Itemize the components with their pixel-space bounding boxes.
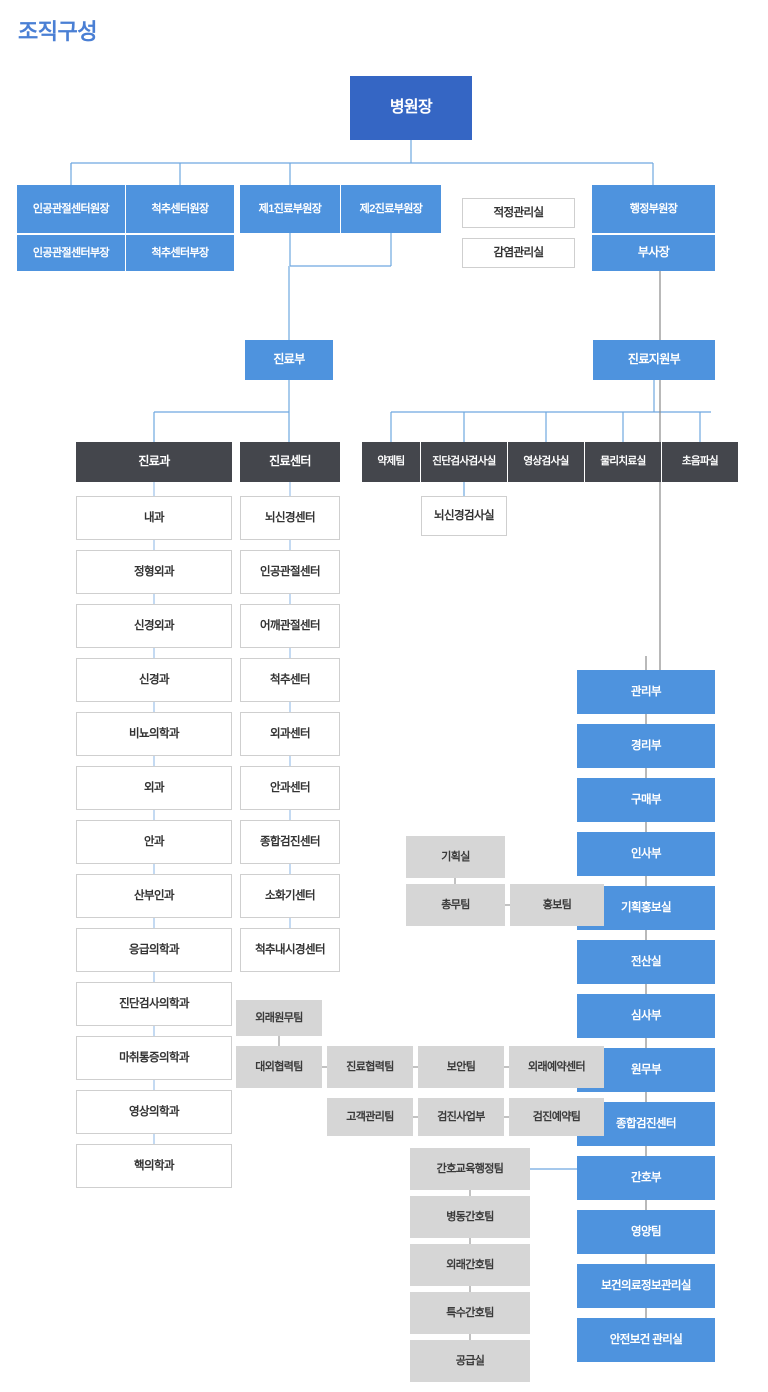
node-center[interactable]: 안과센터	[240, 766, 340, 810]
node-executive[interactable]: 행정부원장	[592, 185, 715, 233]
node-team[interactable]: 간호교육행정팀	[410, 1148, 530, 1190]
node-category-header[interactable]: 진료센터	[240, 442, 340, 482]
node-support-header[interactable]: 영상검사실	[508, 442, 584, 482]
node-center[interactable]: 인공관절센터	[240, 550, 340, 594]
node-staff-office[interactable]: 감염관리실	[462, 238, 575, 268]
node-team[interactable]: 대외협력팀	[236, 1046, 322, 1088]
node-team[interactable]: 검진예약팀	[509, 1098, 604, 1136]
node-department[interactable]: 영상의학과	[76, 1090, 232, 1134]
node-executive[interactable]: 제2진료부원장	[341, 185, 441, 233]
node-staff-office[interactable]: 적정관리실	[462, 198, 575, 228]
node-team[interactable]: 홍보팀	[510, 884, 604, 926]
node-team[interactable]: 총무팀	[406, 884, 505, 926]
node-team[interactable]: 보안팀	[418, 1046, 504, 1088]
node-admin-dept[interactable]: 경리부	[577, 724, 715, 768]
node-department[interactable]: 안과	[76, 820, 232, 864]
node-division[interactable]: 진료부	[245, 340, 333, 380]
node-executive[interactable]: 척추센터원장	[126, 185, 234, 233]
node-department[interactable]: 정형외과	[76, 550, 232, 594]
node-department[interactable]: 응급의학과	[76, 928, 232, 972]
node-executive[interactable]: 척추센터부장	[126, 235, 234, 271]
node-department[interactable]: 마취통증의학과	[76, 1036, 232, 1080]
node-admin-dept[interactable]: 심사부	[577, 994, 715, 1038]
node-team[interactable]: 검진사업부	[418, 1098, 504, 1136]
node-executive[interactable]: 제1진료부원장	[240, 185, 340, 233]
node-department[interactable]: 핵의학과	[76, 1144, 232, 1188]
node-admin-dept[interactable]: 인사부	[577, 832, 715, 876]
node-team[interactable]: 외래예약센터	[509, 1046, 604, 1088]
node-center[interactable]: 소화기센터	[240, 874, 340, 918]
node-department[interactable]: 신경과	[76, 658, 232, 702]
node-center[interactable]: 종합검진센터	[240, 820, 340, 864]
node-center[interactable]: 척추내시경센터	[240, 928, 340, 972]
node-team[interactable]: 공급실	[410, 1340, 530, 1382]
node-hospital-director[interactable]: 병원장	[350, 76, 472, 140]
node-team[interactable]: 고객관리팀	[327, 1098, 413, 1136]
node-team[interactable]: 특수간호팀	[410, 1292, 530, 1334]
node-division[interactable]: 진료지원부	[593, 340, 715, 380]
node-support-header[interactable]: 진단검사검사실	[421, 442, 507, 482]
node-team[interactable]: 외래간호팀	[410, 1244, 530, 1286]
page-title: 조직구성	[18, 19, 97, 44]
node-admin-dept[interactable]: 간호부	[577, 1156, 715, 1200]
node-executive[interactable]: 인공관절센터원장	[17, 185, 125, 233]
node-center[interactable]: 척추센터	[240, 658, 340, 702]
node-support-child[interactable]: 뇌신경검사실	[421, 496, 507, 536]
node-department[interactable]: 외과	[76, 766, 232, 810]
node-center[interactable]: 어깨관절센터	[240, 604, 340, 648]
node-team[interactable]: 외래원무팀	[236, 1000, 322, 1036]
node-center[interactable]: 뇌신경센터	[240, 496, 340, 540]
node-admin-dept[interactable]: 구매부	[577, 778, 715, 822]
node-department[interactable]: 산부인과	[76, 874, 232, 918]
node-admin-dept[interactable]: 전산실	[577, 940, 715, 984]
node-admin-dept[interactable]: 영양팀	[577, 1210, 715, 1254]
node-team[interactable]: 진료협력팀	[327, 1046, 413, 1088]
node-category-header[interactable]: 진료과	[76, 442, 232, 482]
node-team[interactable]: 기획실	[406, 836, 505, 878]
node-team[interactable]: 병동간호팀	[410, 1196, 530, 1238]
node-department[interactable]: 비뇨의학과	[76, 712, 232, 756]
node-executive[interactable]: 인공관절센터부장	[17, 235, 125, 271]
node-department[interactable]: 진단검사의학과	[76, 982, 232, 1026]
node-executive[interactable]: 부사장	[592, 235, 715, 271]
node-support-header[interactable]: 초음파실	[662, 442, 738, 482]
node-admin-dept[interactable]: 관리부	[577, 670, 715, 714]
node-support-header[interactable]: 약제팀	[362, 442, 420, 482]
node-admin-dept[interactable]: 보건의료정보관리실	[577, 1264, 715, 1308]
node-center[interactable]: 외과센터	[240, 712, 340, 756]
node-department[interactable]: 신경외과	[76, 604, 232, 648]
node-department[interactable]: 내과	[76, 496, 232, 540]
node-support-header[interactable]: 물리치료실	[585, 442, 661, 482]
node-admin-dept[interactable]: 안전보건 관리실	[577, 1318, 715, 1362]
